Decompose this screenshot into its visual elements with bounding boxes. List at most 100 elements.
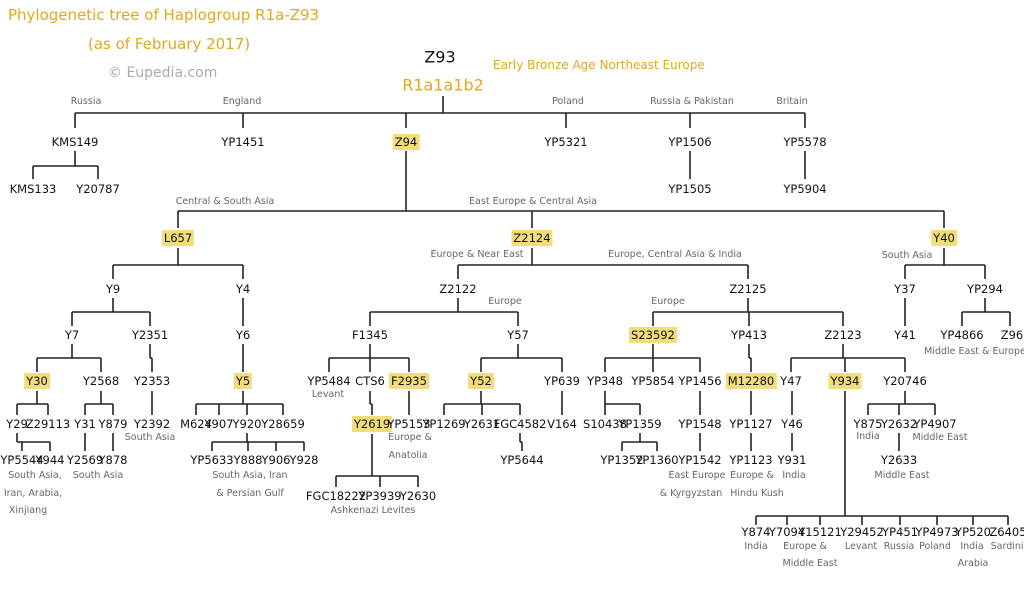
region-label: South Asia <box>881 250 933 261</box>
haplogroup-node: S10438 <box>583 417 627 431</box>
region-label: Europe & <box>783 541 827 552</box>
haplogroup-node: YP5644 <box>500 453 544 467</box>
region-label: Middle East <box>912 432 968 443</box>
haplogroup-node: YP1123 <box>729 453 773 467</box>
haplogroup-node: KMS149 <box>51 135 99 149</box>
region-label: Ashkenazi Levites <box>330 505 416 516</box>
haplogroup-node: KMS133 <box>9 182 57 196</box>
haplogroup-node: YP413 <box>731 328 767 342</box>
haplogroup-node: YP1127 <box>729 417 773 431</box>
region-label: Arabia <box>957 558 989 569</box>
haplogroup-node: Z2122 <box>439 282 477 296</box>
haplogroup-node: Y4 <box>235 282 251 296</box>
region-label: South Asia <box>72 470 124 481</box>
haplogroup-node: Y29 <box>6 417 28 431</box>
haplogroup-node: YP4973 <box>915 525 959 539</box>
haplogroup-node: Y2392 <box>133 417 171 431</box>
region-label: & Persian Gulf <box>216 488 284 499</box>
haplogroup-node: Y906 <box>261 453 291 467</box>
haplogroup-node: Y920 <box>232 417 262 431</box>
haplogroup-node: Y30 <box>24 373 50 389</box>
region-label: East Europe <box>668 470 726 481</box>
haplogroup-node: YP5854 <box>631 374 675 388</box>
haplogroup-node: Y47 <box>780 374 802 388</box>
region-label: Europe <box>488 296 522 307</box>
haplogroup-node: Y9 <box>105 282 121 296</box>
haplogroup-node: YP3939 <box>358 489 402 503</box>
haplogroup-node: YP520 <box>955 525 991 539</box>
haplogroup-node: YP5484 <box>307 374 351 388</box>
root-alias: R1a1a1b2 <box>402 75 484 95</box>
haplogroup-node: Y2351 <box>131 328 169 342</box>
haplogroup-node: YP1506 <box>668 135 712 149</box>
haplogroup-node: Y2632 <box>880 417 918 431</box>
haplogroup-node: Y15121 <box>798 525 842 539</box>
haplogroup-node: Y879 <box>98 417 128 431</box>
haplogroup-node: YP348 <box>587 374 623 388</box>
haplogroup-node: V164 <box>547 417 577 431</box>
haplogroup-node: YP1359 <box>618 417 662 431</box>
haplogroup-node: Y928 <box>289 453 319 467</box>
haplogroup-node: YP1505 <box>668 182 712 196</box>
haplogroup-node: Y7094 <box>768 525 806 539</box>
haplogroup-node: Y2631 <box>463 417 501 431</box>
region-label: Anatolia <box>388 450 428 461</box>
region-label: Levant <box>844 541 878 552</box>
haplogroup-node: Y888 <box>233 453 263 467</box>
haplogroup-node: YP5544 <box>0 453 44 467</box>
haplogroup-node: M624 <box>180 417 212 431</box>
region-label: Levant <box>311 389 345 400</box>
region-label: South Asia, <box>8 470 62 481</box>
region-label: Middle East & Europe <box>924 346 1024 357</box>
haplogroup-node: YP4907 <box>913 417 957 431</box>
haplogroup-node: Y29452 <box>840 525 884 539</box>
haplogroup-node: YP5578 <box>783 135 827 149</box>
haplogroup-node: YP1548 <box>678 417 722 431</box>
haplogroup-node: Y944 <box>35 453 65 467</box>
haplogroup-node: Z2124 <box>511 230 553 246</box>
region-label: Russia <box>70 96 102 107</box>
haplogroup-node: Y2568 <box>82 374 120 388</box>
region-label: Middle East <box>782 558 838 569</box>
region-label: Europe & <box>388 432 432 443</box>
haplogroup-node: YP1456 <box>678 374 722 388</box>
haplogroup-node: YP451 <box>882 525 918 539</box>
region-label: England <box>222 96 262 107</box>
region-label: South Asia, Iran <box>212 470 288 481</box>
region-label: Russia & Pakistan <box>650 96 734 107</box>
haplogroup-node: Z6405 <box>989 525 1024 539</box>
haplogroup-node: CTS6 <box>355 374 385 388</box>
region-label: Sardinia <box>990 541 1024 552</box>
region-label: India <box>856 431 880 442</box>
haplogroup-node: Y28659 <box>261 417 305 431</box>
region-label: Hindu Kush <box>730 488 784 499</box>
region-label: India <box>960 541 984 552</box>
haplogroup-node: Y6 <box>235 328 251 342</box>
haplogroup-node: Y874 <box>741 525 771 539</box>
haplogroup-node: Y878 <box>98 453 128 467</box>
haplogroup-node: YP4866 <box>940 328 984 342</box>
haplogroup-node: Y37 <box>894 282 916 296</box>
haplogroup-node: YP5633 <box>190 453 234 467</box>
haplogroup-node: YP1360 <box>635 453 679 467</box>
diagram-title: Phylogenetic tree of Haplogroup R1a-Z93 <box>8 6 320 24</box>
region-label: Europe & <box>730 470 774 481</box>
haplogroup-node: YP1542 <box>678 453 722 467</box>
haplogroup-node: Y2353 <box>133 374 171 388</box>
region-label: East Europe & Central Asia <box>469 196 597 207</box>
haplogroup-node: Y5 <box>233 373 253 389</box>
haplogroup-node: Y2619 <box>351 416 393 432</box>
haplogroup-node: Y907 <box>204 417 234 431</box>
haplogroup-node: Z29113 <box>25 417 71 431</box>
haplogroup-node: YP639 <box>544 374 580 388</box>
region-label: Central & South Asia <box>175 196 275 207</box>
haplogroup-node: YP1451 <box>221 135 265 149</box>
diagram-date: (as of February 2017) <box>88 35 251 53</box>
haplogroup-node: L657 <box>161 230 195 246</box>
root-period: Early Bronze Age Northeast Europe <box>493 58 705 72</box>
haplogroup-node: M12280 <box>725 373 777 389</box>
haplogroup-node: Y7 <box>64 328 80 342</box>
haplogroup-node: Y57 <box>507 328 529 342</box>
haplogroup-node: Y2569 <box>66 453 104 467</box>
